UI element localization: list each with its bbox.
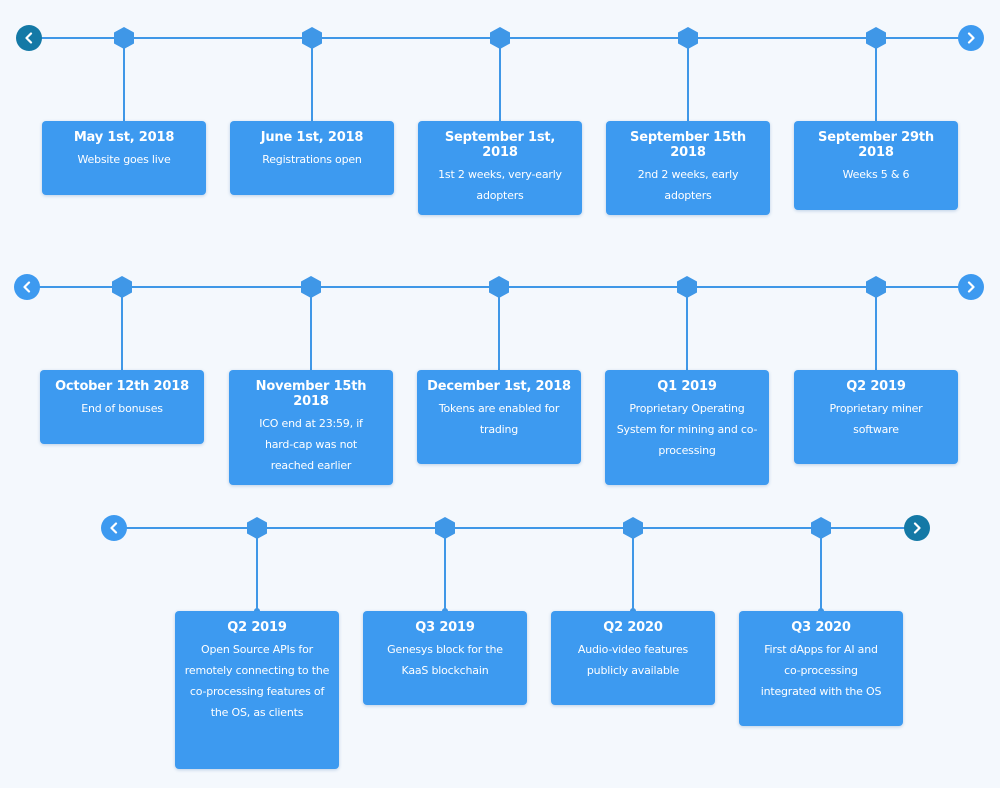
hexagon-icon xyxy=(301,276,321,298)
hexagon-icon xyxy=(114,27,134,49)
chevron-right-icon xyxy=(967,281,975,293)
hexagon-icon xyxy=(112,276,132,298)
milestone-description: Proprietary Operating System for mining … xyxy=(616,402,758,457)
timeline-axis xyxy=(114,527,918,529)
connector-line xyxy=(499,38,501,122)
timeline-row-1: May 1st, 2018 Website goes live June 1st… xyxy=(0,0,1000,260)
connector-line xyxy=(875,38,877,122)
milestone-card: Q2 2019 Proprietary miner software xyxy=(794,370,958,464)
milestone-date: Q1 2019 xyxy=(657,379,717,394)
milestone-description: 2nd 2 weeks, early adopters xyxy=(637,168,739,202)
connector-line xyxy=(123,38,125,122)
chevron-left-icon xyxy=(110,522,118,534)
chevron-right-icon xyxy=(913,522,921,534)
milestone-description: Proprietary miner software xyxy=(829,402,923,436)
milestone-description: Open Source APIs for remotely connecting… xyxy=(184,643,330,719)
connector-line xyxy=(498,287,500,371)
hexagon-icon xyxy=(866,27,886,49)
milestone-description: Weeks 5 & 6 xyxy=(842,168,910,181)
connector-line xyxy=(444,528,446,611)
milestone-date: Q2 2019 xyxy=(227,620,287,635)
milestone-date: September 1st, 2018 xyxy=(444,130,556,160)
milestone-card: September 1st, 2018 1st 2 weeks, very-ea… xyxy=(418,121,582,215)
milestone-card: June 1st, 2018 Registrations open xyxy=(230,121,394,195)
next-button[interactable] xyxy=(904,515,930,541)
milestone-date: Q3 2020 xyxy=(791,620,851,635)
milestone-date: October 12th 2018 xyxy=(55,379,189,394)
milestone-description: 1st 2 weeks, very-early adopters xyxy=(438,168,562,202)
connector-line xyxy=(632,528,634,611)
next-button[interactable] xyxy=(958,274,984,300)
chevron-right-icon xyxy=(967,32,975,44)
prev-button[interactable] xyxy=(101,515,127,541)
milestone-date: December 1st, 2018 xyxy=(427,379,571,394)
chevron-left-icon xyxy=(25,32,33,44)
hexagon-icon xyxy=(490,27,510,49)
milestone-description: Website goes live xyxy=(77,153,171,166)
connector-line xyxy=(820,528,822,611)
hexagon-icon xyxy=(247,517,267,539)
milestone-date: September 29th 2018 xyxy=(818,130,934,160)
timeline-row-3: Q2 2019 Open Source APIs for remotely co… xyxy=(0,490,1000,788)
milestone-description: End of bonuses xyxy=(81,402,163,415)
prev-button[interactable] xyxy=(14,274,40,300)
connector-line xyxy=(256,528,258,611)
connector-line xyxy=(686,287,688,371)
connector-line xyxy=(687,38,689,122)
hexagon-icon xyxy=(866,276,886,298)
milestone-card: September 29th 2018 Weeks 5 & 6 xyxy=(794,121,958,210)
connector-line xyxy=(311,38,313,122)
milestone-description: ICO end at 23:59, if hard-cap was not re… xyxy=(259,417,363,472)
milestone-card: November 15th 2018 ICO end at 23:59, if … xyxy=(229,370,393,485)
milestone-date: Q2 2020 xyxy=(603,620,663,635)
hexagon-icon xyxy=(302,27,322,49)
hexagon-icon xyxy=(678,27,698,49)
hexagon-icon xyxy=(435,517,455,539)
milestone-card: May 1st, 2018 Website goes live xyxy=(42,121,206,195)
milestone-description: Genesys block for the KaaS blockchain xyxy=(387,643,503,677)
milestone-date: June 1st, 2018 xyxy=(260,130,364,145)
milestone-date: May 1st, 2018 xyxy=(73,130,175,145)
prev-button[interactable] xyxy=(16,25,42,51)
connector-line xyxy=(310,287,312,371)
chevron-left-icon xyxy=(23,281,31,293)
timeline-row-2: October 12th 2018 End of bonuses Novembe… xyxy=(0,249,1000,509)
milestone-card: Q2 2019 Open Source APIs for remotely co… xyxy=(175,611,339,769)
milestone-description: Registrations open xyxy=(262,153,362,166)
milestone-card: Q2 2020 Audio-video features publicly av… xyxy=(551,611,715,705)
milestone-card: Q3 2019 Genesys block for the KaaS block… xyxy=(363,611,527,705)
milestone-card: September 15th 2018 2nd 2 weeks, early a… xyxy=(606,121,770,215)
hexagon-icon xyxy=(677,276,697,298)
connector-line xyxy=(875,287,877,371)
milestone-date: November 15th 2018 xyxy=(255,379,367,409)
milestone-date: September 15th 2018 xyxy=(630,130,746,160)
milestone-card: Q3 2020 First dApps for AI and co-proces… xyxy=(739,611,903,726)
milestone-description: Tokens are enabled for trading xyxy=(438,402,560,436)
milestone-date: Q2 2019 xyxy=(846,379,906,394)
milestone-card: Q1 2019 Proprietary Operating System for… xyxy=(605,370,769,485)
hexagon-icon xyxy=(811,517,831,539)
milestone-card: December 1st, 2018 Tokens are enabled fo… xyxy=(417,370,581,464)
milestone-card: October 12th 2018 End of bonuses xyxy=(40,370,204,444)
connector-line xyxy=(121,287,123,371)
next-button[interactable] xyxy=(958,25,984,51)
hexagon-icon xyxy=(623,517,643,539)
hexagon-icon xyxy=(489,276,509,298)
milestone-date: Q3 2019 xyxy=(415,620,475,635)
milestone-description: Audio-video features publicly available xyxy=(577,643,689,677)
milestone-description: First dApps for AI and co-processing int… xyxy=(760,643,882,698)
